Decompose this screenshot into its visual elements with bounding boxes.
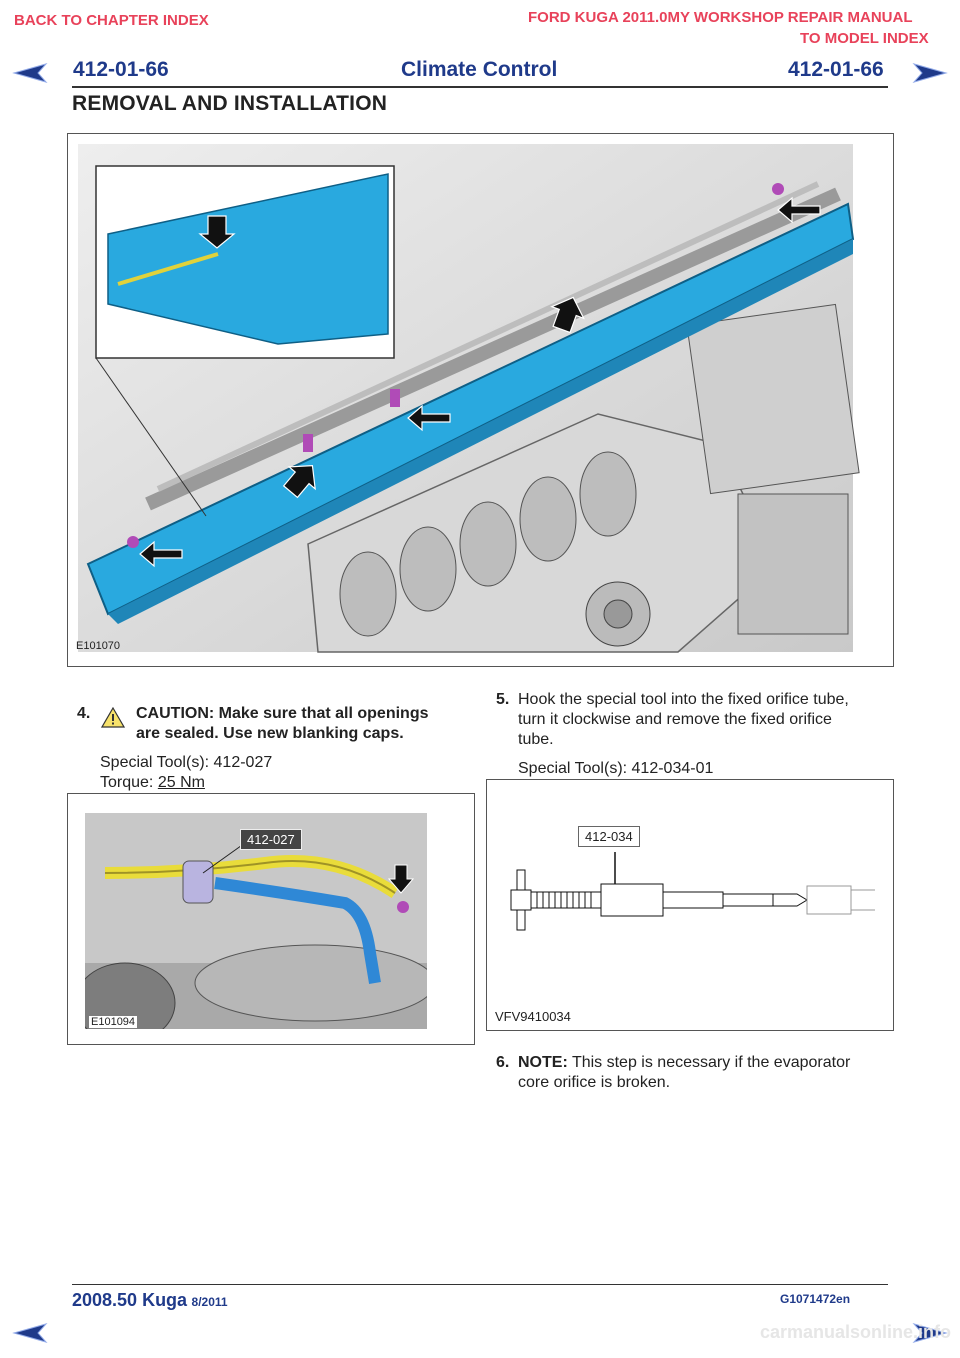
footer-doc-id: G1071472en xyxy=(780,1292,851,1306)
step-4-torque: Torque: 25 Nm xyxy=(100,773,205,793)
step-5-line-3: tube. xyxy=(518,731,554,748)
step-4-num: 4. xyxy=(77,705,91,722)
engine-bay-illustration xyxy=(78,144,860,653)
step-5-line-2: turn it clockwise and remove the fixed o… xyxy=(518,711,832,728)
step-5-special-tool: Special Tool(s): 412-034-01 xyxy=(518,760,714,777)
next-page-arrow-bottom-icon[interactable] xyxy=(912,1322,948,1344)
main-figure: E101070 xyxy=(67,133,894,667)
header-rule xyxy=(72,86,888,88)
torque-label: Torque: xyxy=(100,774,154,791)
figure-e101094: 412-027 E101094 xyxy=(67,793,475,1045)
figure-2-code: E101094 xyxy=(89,1016,138,1028)
step-6-text-1: This step is necessary if the evaporator xyxy=(571,1054,851,1071)
watermark: carmanualsonline.info xyxy=(760,1322,952,1342)
step-4-special-tool: Special Tool(s): 412-027 xyxy=(100,754,273,771)
step-4-number: 4. xyxy=(77,704,90,724)
step-6-number: 6. xyxy=(496,1053,509,1073)
page-code-left: 412-01-66 xyxy=(73,58,169,81)
step-6-line-2: core orifice is broken. xyxy=(518,1074,671,1091)
pipe-connection-illustration xyxy=(85,813,427,1029)
step-6-num: 6. xyxy=(496,1054,510,1071)
torque-value-link[interactable]: 25 Nm xyxy=(157,774,205,791)
footer-rule xyxy=(72,1284,888,1285)
step-4-caution-line-2: are sealed. Use new blanking caps. xyxy=(136,725,404,742)
note-label: NOTE: xyxy=(518,1054,568,1071)
page-title: Climate Control xyxy=(401,58,558,81)
step-5-number: 5. xyxy=(496,690,509,710)
footer-date: 8/2011 xyxy=(191,1295,228,1309)
figure-3-code: VFV9410034 xyxy=(495,1009,571,1024)
figure-vfv9410034: 412-034 VFV9410034 xyxy=(486,779,894,1031)
step-5-num: 5. xyxy=(496,691,510,708)
main-figure-code: E101070 xyxy=(76,640,121,652)
caution-warning-icon xyxy=(101,707,125,728)
footer-left: 2008.50 Kuga 8/2011 xyxy=(72,1290,228,1311)
previous-page-arrow-bottom-icon[interactable] xyxy=(12,1322,48,1344)
step-4-caution-line-1: CAUTION: Make sure that all openings xyxy=(136,705,429,722)
to-model-index-link[interactable]: TO MODEL INDEX xyxy=(800,30,929,47)
back-to-chapter-index-link[interactable]: BACK TO CHAPTER INDEX xyxy=(14,12,209,29)
step-6-line-1: NOTE: This step is necessary if the evap… xyxy=(518,1053,850,1073)
previous-page-arrow-icon[interactable] xyxy=(12,62,48,84)
page-code-right: 412-01-66 xyxy=(788,58,884,81)
step-5-line-1: Hook the special tool into the fixed ori… xyxy=(518,691,849,708)
tool-tag-412-027: 412-027 xyxy=(240,829,302,850)
tool-tag-412-034: 412-034 xyxy=(578,826,640,847)
footer-model: 2008.50 Kuga xyxy=(72,1290,188,1310)
special-tool-drawing xyxy=(510,852,875,931)
manual-title: FORD KUGA 2011.0MY WORKSHOP REPAIR MANUA… xyxy=(528,9,913,26)
next-page-arrow-icon[interactable] xyxy=(912,62,948,84)
section-title: REMOVAL AND INSTALLATION xyxy=(72,92,388,115)
